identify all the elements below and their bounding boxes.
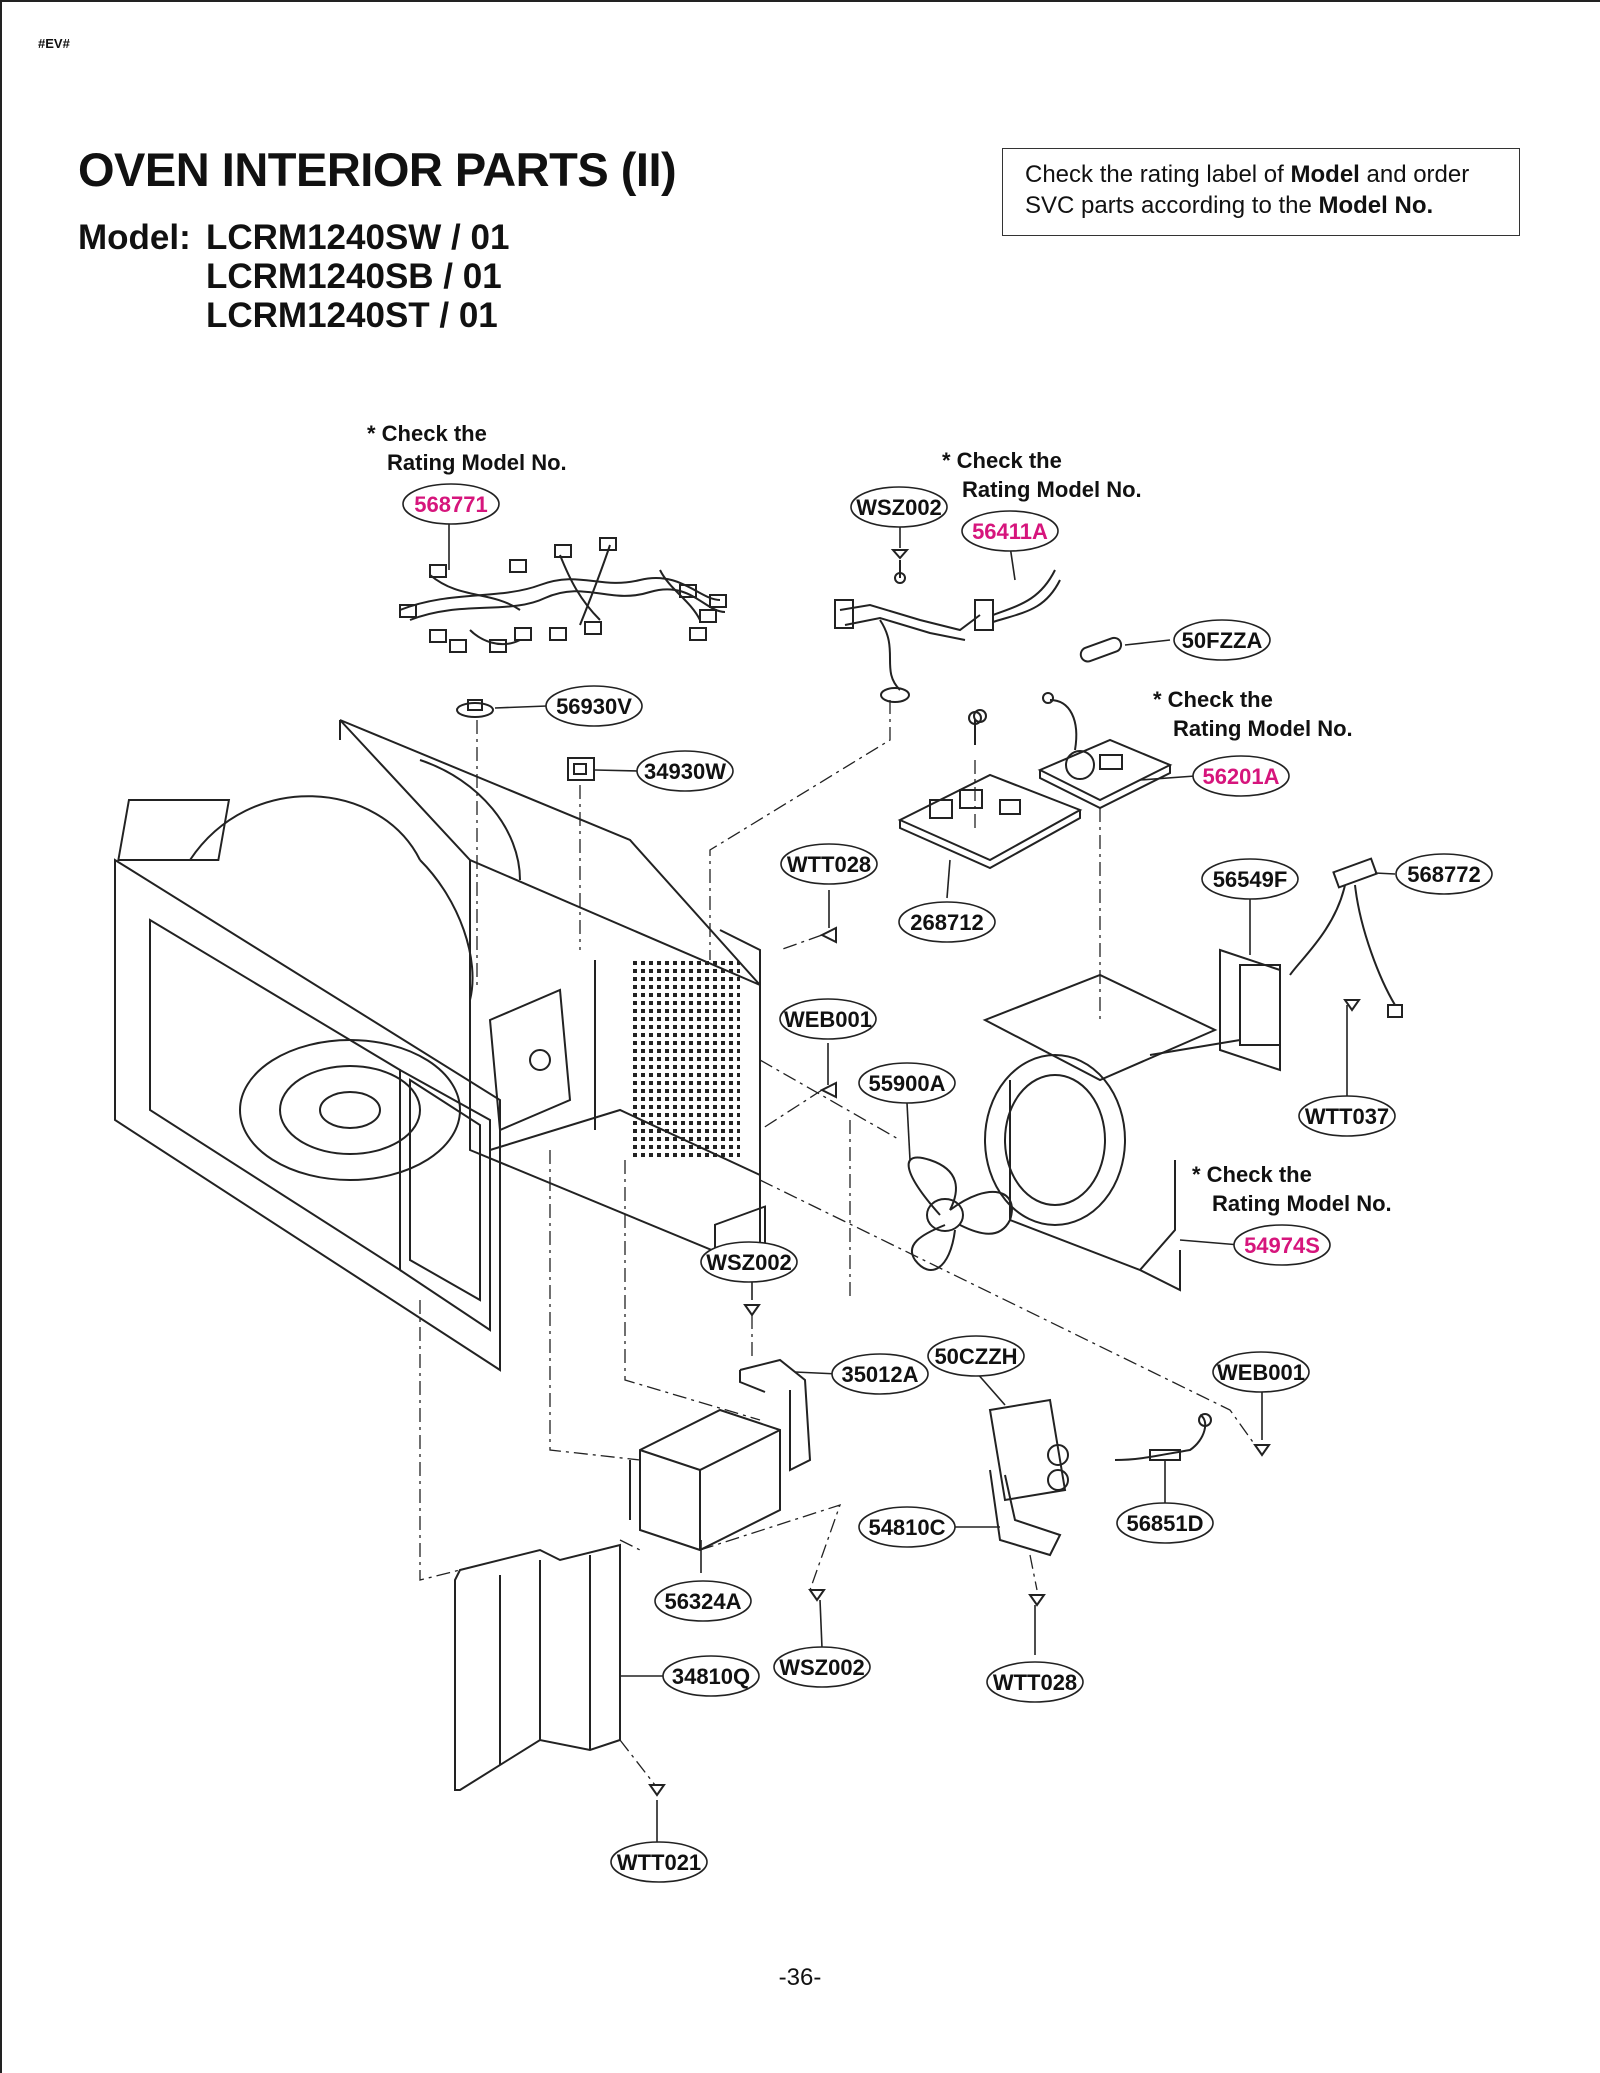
part-callout: WSZ002	[850, 486, 948, 528]
model-number: LCRM1240SB / 01	[206, 257, 502, 296]
part-callout: 56851D	[1116, 1502, 1214, 1544]
part-callout: 268712	[898, 901, 996, 943]
switch-drawing	[567, 757, 595, 781]
note-bold: Model	[1290, 161, 1360, 188]
part-number: WEB001	[784, 1007, 872, 1032]
wire-harness-drawing	[399, 537, 727, 653]
part-number: 50FZZA	[1182, 628, 1263, 653]
thermostat-drawing	[456, 699, 494, 718]
part-callout: 56930V	[545, 685, 643, 727]
part-number: WSZ002	[706, 1250, 792, 1275]
note-text: Check the rating label of	[1025, 161, 1291, 188]
part-callout: 56549F	[1201, 858, 1299, 900]
screw-icons	[648, 549, 1361, 1797]
part-callout: 56411A	[961, 510, 1059, 552]
bracket-54810C-drawing	[989, 1469, 1062, 1557]
model-number: LCRM1240SW / 01	[206, 218, 510, 257]
part-number: WSZ002	[856, 495, 942, 520]
fuse-drawing	[1079, 636, 1123, 663]
part-number: WTT021	[617, 1850, 701, 1875]
part-callout: 50FZZA	[1173, 619, 1271, 661]
part-callout: WTT028	[986, 1661, 1084, 1703]
corner-tag: #EV#	[38, 36, 70, 51]
part-callout: WSZ002	[773, 1646, 871, 1688]
rating-note-line2: Rating Model No.	[387, 450, 567, 475]
fan-housing-drawing	[982, 973, 1218, 1292]
part-callout: 34810Q	[662, 1655, 760, 1697]
part-number: WTT037	[1305, 1104, 1389, 1129]
pcb-268712-drawing	[897, 711, 1083, 870]
rating-note-box: Check the rating label of Model and orde…	[1002, 148, 1520, 236]
part-callout: 35012A	[831, 1353, 929, 1395]
rating-note-line1: * Check the	[1192, 1162, 1312, 1187]
part-callout: 54974S	[1233, 1224, 1331, 1266]
page-number: -36-	[778, 1964, 822, 1991]
part-number: 34930W	[644, 759, 726, 784]
capacitor-drawing	[988, 1398, 1069, 1502]
part-number: WSZ002	[779, 1655, 865, 1680]
part-callout: 56201A	[1192, 755, 1290, 797]
part-number: 56549F	[1213, 867, 1288, 892]
part-number: 568772	[1407, 862, 1480, 887]
fan-motor-drawing	[1149, 948, 1281, 1072]
part-number: 56851D	[1126, 1511, 1203, 1536]
part-callout: 568771	[402, 483, 500, 525]
model-list: LCRM1240SW / 01 LCRM1240SB / 01 LCRM1240…	[206, 218, 509, 335]
rating-note-line2: Rating Model No.	[1212, 1191, 1392, 1216]
part-number: WEB001	[1217, 1360, 1305, 1385]
part-number: 268712	[910, 910, 983, 935]
bracket-35012A-drawing	[739, 1358, 812, 1472]
part-number: 35012A	[841, 1362, 918, 1387]
part-callout: 55900A	[858, 1062, 956, 1104]
rating-notes: * Check the Rating Model No. * Check the…	[367, 421, 1392, 1216]
rating-note-line1: * Check the	[367, 421, 487, 446]
part-number: WTT028	[993, 1670, 1077, 1695]
fan-drawing	[907, 1156, 1013, 1271]
sensor-harness-drawing	[834, 560, 1061, 703]
part-number: 55900A	[868, 1071, 945, 1096]
part-callout: WEB001	[779, 998, 877, 1040]
part-number: 56201A	[1202, 764, 1279, 789]
part-callout: WTT037	[1298, 1095, 1396, 1137]
oven-cavity-drawing	[114, 719, 761, 1372]
note-bold: Model No.	[1318, 192, 1434, 219]
part-number: 50CZZH	[934, 1344, 1017, 1369]
part-number: 54810C	[868, 1515, 945, 1540]
model-label: Model:	[78, 218, 191, 257]
part-number: 568771	[414, 492, 487, 517]
part-number: 34810Q	[672, 1664, 750, 1689]
note-text: and order SVC parts according to the	[1025, 161, 1470, 219]
part-callouts: 568771 WSZ002 56411A 50FZZA 56930V 34930…	[402, 483, 1493, 1883]
rating-note-line1: * Check the	[1153, 687, 1273, 712]
rating-note-line2: Rating Model No.	[1173, 716, 1353, 741]
part-callout: 56324A	[654, 1580, 752, 1622]
rating-note-line2: Rating Model No.	[962, 477, 1142, 502]
page-title: OVEN INTERIOR PARTS (II)	[78, 143, 677, 196]
part-number: 56930V	[556, 694, 632, 719]
part-callout: WTT021	[610, 1841, 708, 1883]
part-callout: WTT028	[780, 843, 878, 885]
part-number: 56411A	[972, 519, 1048, 544]
connector-drawing	[1289, 857, 1403, 1018]
pcb-56201A-drawing	[1037, 692, 1173, 810]
part-callout: 50CZZH	[927, 1335, 1025, 1377]
part-callout: WEB001	[1212, 1351, 1310, 1393]
part-callout: 34930W	[636, 750, 734, 792]
part-callout: 568772	[1395, 853, 1493, 895]
part-callout: WSZ002	[700, 1241, 798, 1283]
model-number: LCRM1240ST / 01	[206, 296, 498, 335]
part-number: 56324A	[664, 1589, 741, 1614]
rating-note-line1: * Check the	[942, 448, 1062, 473]
part-number: 54974S	[1244, 1233, 1320, 1258]
diode-drawing	[1114, 1413, 1212, 1461]
part-number: WTT028	[787, 852, 871, 877]
part-callout: 54810C	[858, 1506, 956, 1548]
cover-drawing	[454, 1543, 621, 1791]
